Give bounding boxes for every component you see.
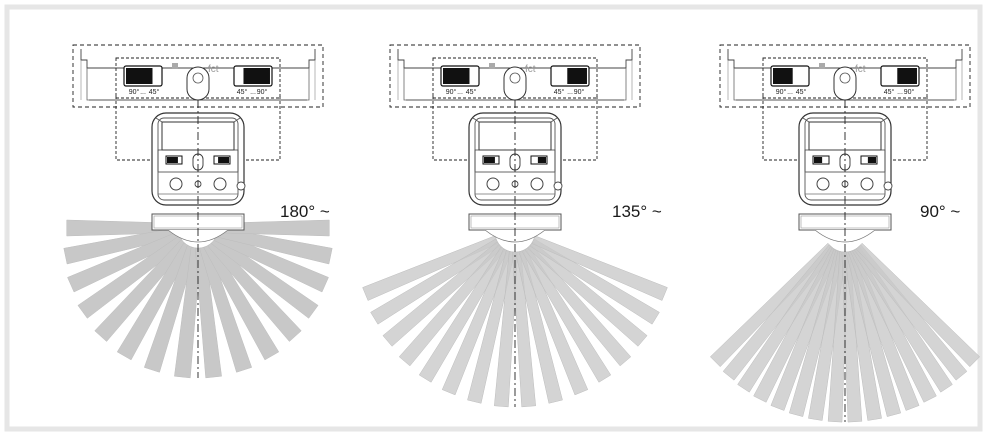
switch-left-label-start: 90°: [446, 88, 457, 96]
switch-left-slider: [443, 68, 470, 84]
switch-left-slider: [126, 68, 153, 84]
frame-border: [4, 4, 983, 432]
switch-right-slider: [243, 68, 270, 84]
switch-left-ellipsis: ...: [457, 89, 463, 96]
switch-left-slider: [773, 68, 793, 84]
brand-label: fct: [855, 64, 866, 75]
switch-right-slider: [897, 68, 917, 84]
mini-switch-right: [218, 157, 229, 163]
detection-fan-p180: [63, 219, 333, 379]
mini-switch-left: [484, 157, 495, 163]
brand-label: fct: [208, 64, 219, 75]
brand-label: fct: [525, 64, 536, 75]
switch-right-label-end: 90°: [904, 88, 915, 96]
switch-right-label-start: 45°: [237, 88, 248, 96]
detection-fan-p135: [362, 235, 668, 408]
switch-right-label-end: 90°: [574, 88, 585, 96]
mini-switch-left: [814, 157, 823, 163]
switch-right-ellipsis: ...: [897, 89, 903, 96]
coverage-angle-label: 135° ~: [612, 202, 662, 221]
coverage-angle-label: 90° ~: [920, 202, 960, 221]
switch-left-label-end: 45°: [149, 88, 160, 96]
switch-right-label-end: 90°: [257, 88, 268, 96]
switch-left-ellipsis: ...: [787, 89, 793, 96]
switch-left-label-end: 45°: [466, 88, 477, 96]
switch-left-label-start: 90°: [776, 88, 787, 96]
detection-ray: [855, 242, 981, 368]
switch-right-ellipsis: ...: [567, 89, 573, 96]
mini-switch-right: [867, 157, 876, 163]
detection-fan-p90: [709, 242, 981, 423]
switch-right-slider: [567, 68, 587, 84]
mini-switch-right: [537, 157, 546, 163]
coverage-angle-label: 180° ~: [280, 202, 330, 221]
switch-right-ellipsis: ...: [250, 89, 256, 96]
detection-ray: [531, 235, 668, 301]
switch-left-label-end: 45°: [796, 88, 807, 96]
switch-right-label-start: 45°: [554, 88, 565, 96]
switch-left-ellipsis: ...: [140, 89, 146, 96]
switch-left-label-start: 90°: [129, 88, 140, 96]
mini-switch-left: [167, 157, 178, 163]
switch-right-label-start: 45°: [884, 88, 895, 96]
